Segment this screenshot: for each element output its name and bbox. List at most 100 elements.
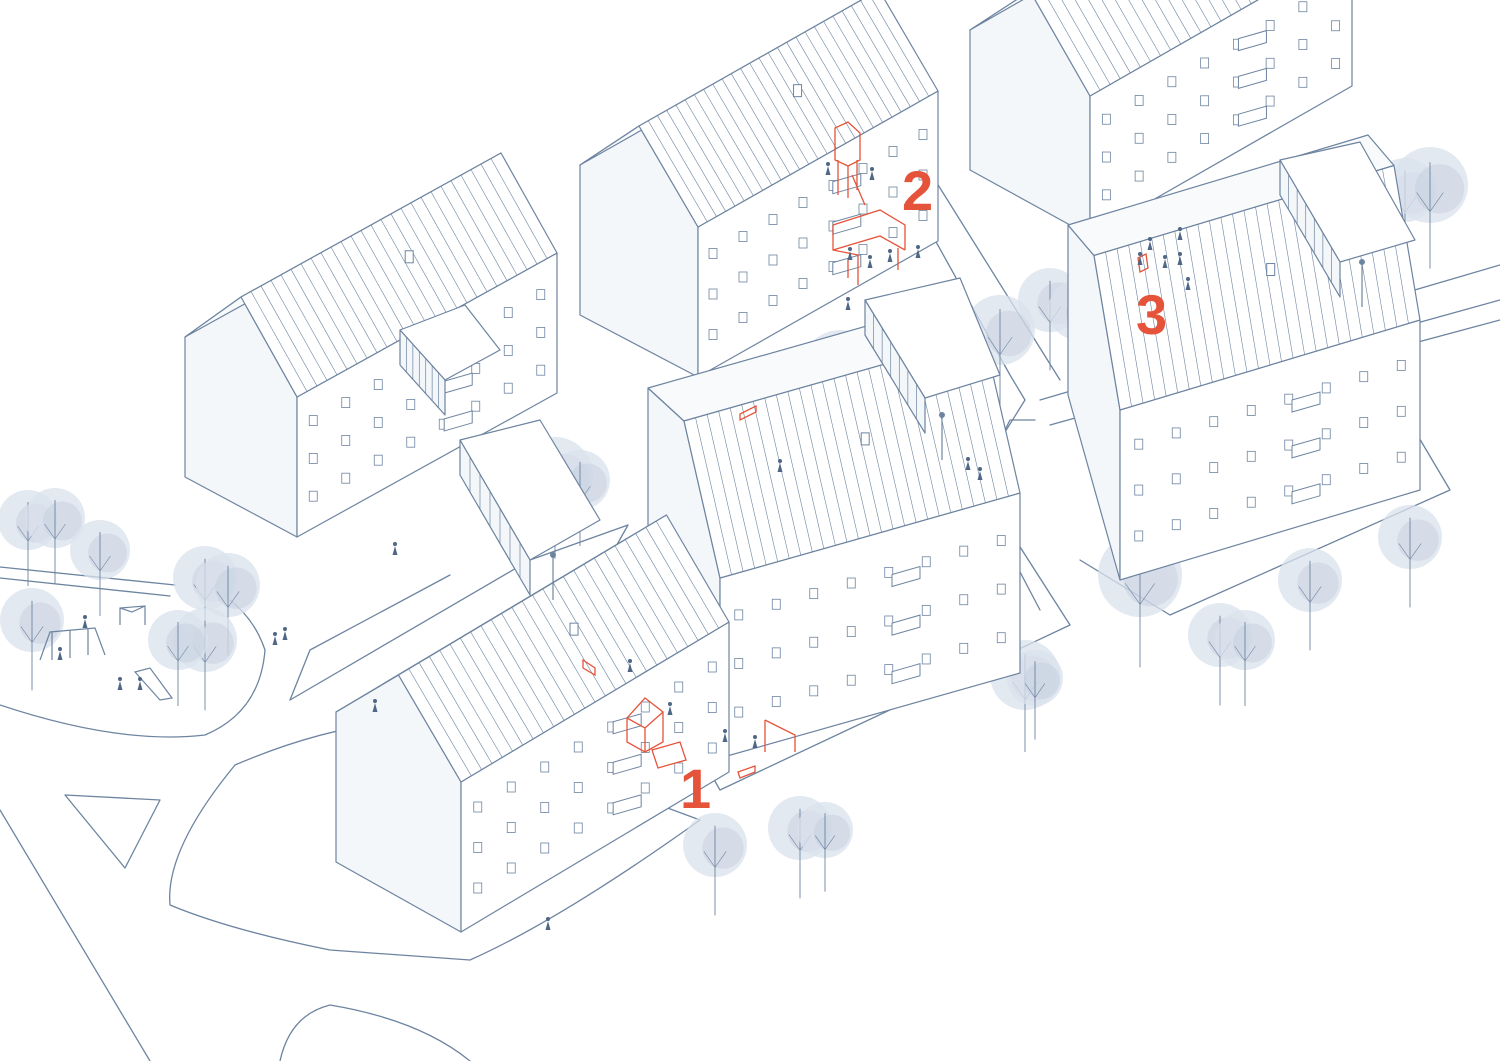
window: [809, 588, 819, 600]
lamp-head: [550, 552, 556, 558]
window: [734, 658, 744, 669]
window: [1359, 371, 1369, 383]
window: [707, 702, 717, 713]
person-head: [778, 459, 782, 463]
window: [1209, 462, 1219, 473]
person: [545, 917, 551, 930]
window: [1200, 57, 1210, 69]
shed-wall: [864, 299, 926, 434]
person-head: [668, 702, 672, 706]
roof-seam: [1255, 206, 1282, 362]
roof-seam: [340, 241, 398, 342]
window: [640, 701, 650, 713]
buildings: [184, 0, 1421, 933]
window: [738, 231, 748, 242]
window: [1265, 57, 1275, 69]
person-body: [392, 546, 398, 555]
roof-seam: [647, 120, 708, 222]
window: [536, 364, 546, 376]
person-head: [58, 647, 62, 651]
window: [1359, 463, 1369, 474]
window: [1167, 151, 1177, 163]
person-head: [870, 167, 874, 171]
person-head: [753, 735, 757, 739]
window: [308, 452, 318, 464]
roof-seam: [501, 613, 565, 721]
lamp-head: [1359, 259, 1365, 265]
marker-3: 3: [1136, 283, 1167, 346]
roof-seam: [1116, 248, 1144, 404]
tree-branch: [703, 851, 727, 868]
tree-canopy-shade: [1023, 662, 1061, 699]
person: [825, 162, 831, 175]
roof-seam: [786, 42, 846, 144]
chimney: [793, 84, 803, 98]
shed-right: [1279, 141, 1416, 298]
window: [341, 397, 351, 409]
roof-seam: [833, 378, 871, 536]
roof-seam: [1162, 234, 1190, 390]
window: [540, 802, 550, 813]
window: [921, 556, 931, 568]
person: [627, 659, 633, 672]
window: [1284, 393, 1294, 405]
roof-seam: [845, 375, 882, 533]
roof-seam: [706, 414, 744, 572]
window: [1331, 20, 1341, 32]
window: [573, 822, 583, 834]
window: [503, 307, 513, 319]
roof-seam: [320, 252, 378, 353]
traffic-island: [64, 794, 161, 869]
chimney: [569, 622, 579, 636]
window: [1209, 508, 1219, 519]
tree-branch: [814, 835, 836, 851]
intervention-3-item: [1137, 253, 1149, 273]
window: [1246, 450, 1256, 462]
window: [341, 472, 351, 484]
roof-seam: [799, 388, 836, 546]
tree: [683, 813, 747, 916]
balcony: [612, 794, 642, 816]
window: [674, 722, 684, 733]
roof-seam: [1105, 251, 1132, 407]
window: [918, 129, 928, 140]
roof-seam: [511, 607, 575, 715]
roof-seam: [860, 0, 920, 102]
tree-branch: [987, 336, 1013, 356]
window: [1284, 485, 1294, 497]
roof-seam: [310, 258, 368, 359]
roof-seam: [645, 527, 709, 635]
person-body: [1185, 281, 1191, 290]
roof-seam: [752, 401, 790, 559]
window: [996, 632, 1006, 644]
window: [1396, 451, 1406, 463]
window: [708, 248, 718, 259]
person-body: [627, 663, 633, 672]
building-top-right: [969, 0, 1353, 237]
marker-2: 2: [902, 159, 933, 222]
person-body: [1177, 256, 1183, 265]
person-head: [628, 659, 632, 663]
window: [1171, 519, 1181, 531]
roof-seam: [1278, 200, 1305, 355]
window: [473, 882, 483, 894]
window: [959, 545, 969, 557]
tree: [1007, 650, 1063, 740]
tree: [1278, 548, 1342, 651]
roof-seam: [430, 191, 488, 292]
roof-seam: [410, 202, 468, 303]
window: [734, 706, 744, 718]
person-body: [372, 703, 378, 712]
window: [1284, 439, 1294, 451]
roof-seam: [1155, 0, 1181, 45]
tree-canopy-shade: [813, 814, 851, 851]
tree-canopy-shade: [986, 310, 1032, 357]
roof-seam: [418, 662, 482, 770]
person-body: [1147, 241, 1153, 250]
window: [858, 244, 868, 255]
window: [640, 782, 650, 794]
roof-seam: [1181, 0, 1202, 33]
shed-wall: [399, 329, 446, 416]
balcony: [832, 254, 862, 276]
